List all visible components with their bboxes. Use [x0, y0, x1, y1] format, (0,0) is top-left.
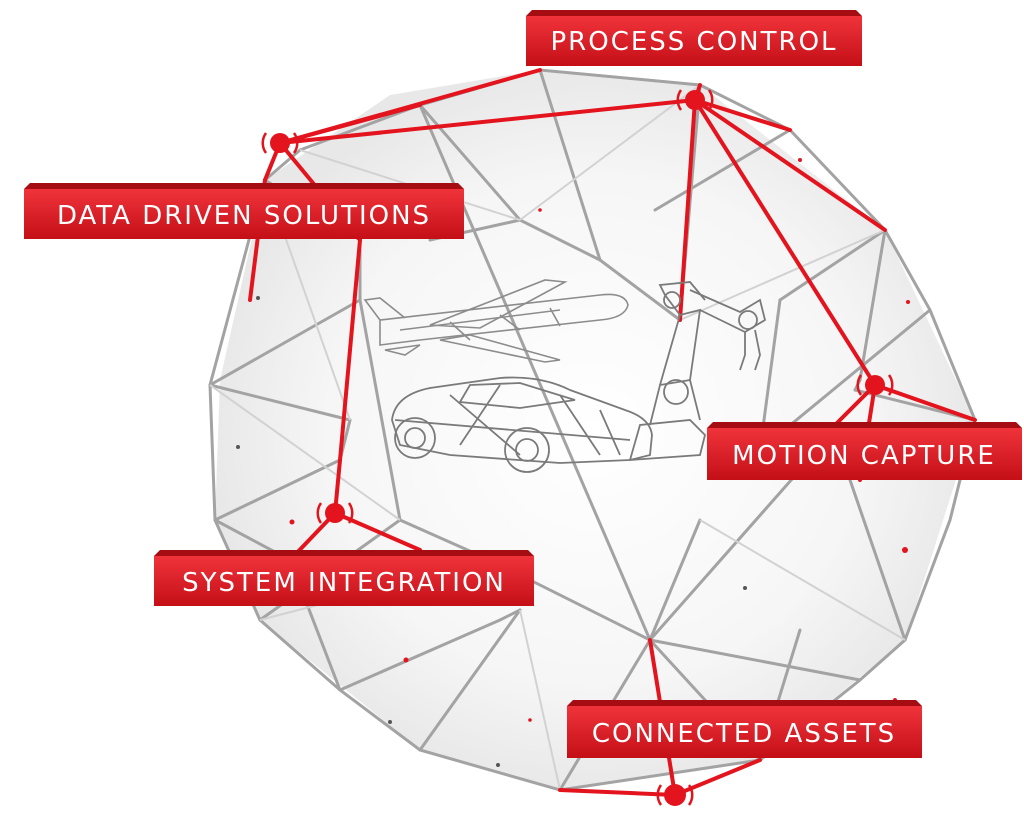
- airplane-illustration: [363, 279, 629, 363]
- car-illustration: [391, 376, 653, 473]
- label-connected-assets: CONNECTED ASSETS: [592, 719, 896, 749]
- label-process-control: PROCESS CONTROL: [550, 27, 837, 57]
- particles: [236, 158, 910, 767]
- label-motion-capture: MOTION CAPTURE: [732, 441, 996, 471]
- banner-system-integration: SYSTEM INTEGRATION: [154, 550, 534, 606]
- node-process-control: [676, 89, 714, 111]
- node-motion-capture: [856, 374, 894, 396]
- node-system-integration: [316, 502, 354, 524]
- node-data-driven-solutions: [261, 132, 299, 154]
- node-connected-assets: [656, 784, 694, 806]
- banner-motion-capture: MOTION CAPTURE: [707, 422, 1022, 480]
- banner-process-control: PROCESS CONTROL: [526, 10, 862, 66]
- banner-data-driven-solutions: DATA DRIVEN SOLUTIONS: [24, 183, 464, 239]
- banner-connected-assets: CONNECTED ASSETS: [567, 700, 922, 758]
- label-data-driven-solutions: DATA DRIVEN SOLUTIONS: [57, 201, 431, 231]
- robot-arm-illustration: [628, 281, 767, 461]
- sphere-background: [215, 70, 975, 790]
- label-system-integration: SYSTEM INTEGRATION: [182, 568, 506, 598]
